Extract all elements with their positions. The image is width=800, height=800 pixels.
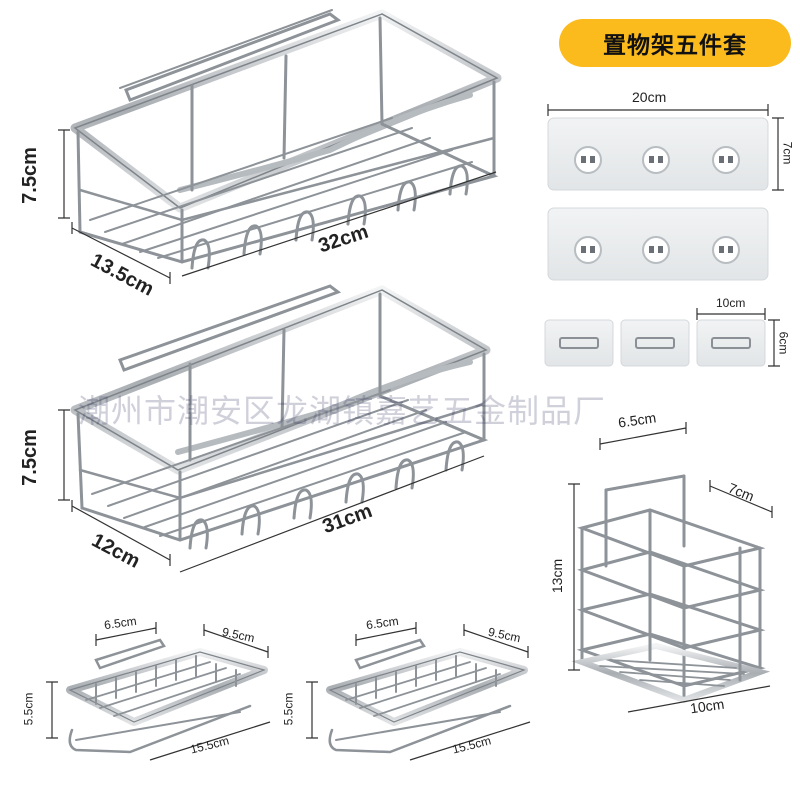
basket-medium-height: 7.5cm — [18, 429, 41, 486]
title-badge: 置物架五件套 — [559, 19, 791, 67]
pad-small-width: 10cm — [716, 296, 746, 310]
pad-large-width: 20cm — [632, 89, 667, 105]
tall-caddy — [571, 474, 771, 704]
adhesive-pad-small-2 — [620, 319, 690, 367]
adhesive-pad-large-2 — [547, 207, 769, 281]
basket-large — [70, 9, 502, 270]
adhesive-pad-small-3 — [696, 319, 766, 367]
dimension-lines — [46, 104, 784, 761]
pad-large-height: 7cm — [780, 141, 795, 165]
soap-left-height: 5.5cm — [21, 692, 36, 726]
watermark: 潮州市潮安区龙湖镇嘉艺五金制品厂 — [78, 392, 607, 430]
basket-medium — [70, 284, 491, 550]
soap-dish-left — [66, 638, 268, 754]
soap-right-height: 5.5cm — [281, 692, 296, 726]
adhesive-pad-large-1 — [547, 117, 769, 191]
soap-dish-right — [326, 638, 528, 754]
pad-small-height: 6cm — [776, 331, 791, 355]
adhesive-pad-small-1 — [544, 319, 614, 367]
caddy-height: 13cm — [549, 558, 566, 594]
basket-large-height: 7.5cm — [18, 147, 41, 204]
title-badge-text: 置物架五件套 — [603, 33, 747, 59]
